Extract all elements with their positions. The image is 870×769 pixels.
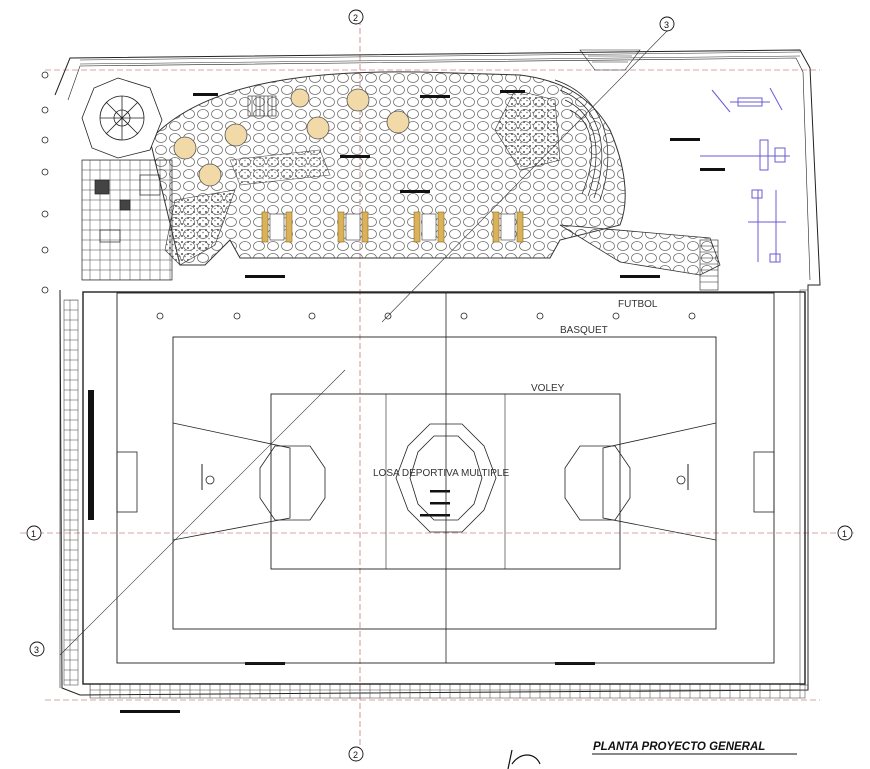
svg-text:1: 1 — [31, 529, 36, 539]
annotation-marks — [88, 90, 725, 713]
plan-title: PLANTA PROYECTO GENERAL — [593, 741, 765, 753]
plaza-trees — [173, 88, 410, 187]
svg-text:3: 3 — [664, 20, 669, 30]
perimeter-railing-right — [799, 289, 809, 686]
multisport-court — [82, 291, 806, 685]
svg-text:3: 3 — [34, 645, 39, 655]
court-center-label: LOSA DEPORTIVA MULTIPLE — [373, 468, 509, 479]
axis-marker-bottom: 2 — [348, 746, 364, 762]
north-arrow-icon — [507, 749, 541, 769]
circular-stair-tower — [81, 77, 163, 159]
axis-marker-right: 1 — [837, 525, 853, 541]
svg-text:2: 2 — [353, 13, 358, 23]
gravel-planters — [164, 89, 561, 266]
perimeter-railing-left — [63, 299, 79, 686]
side-stairs-right — [699, 239, 719, 291]
axis-marker-left: 1 — [26, 525, 42, 541]
axis-marker-diagonal-left: 3 — [29, 641, 45, 657]
voley-label: VOLEY — [531, 383, 565, 394]
basquet-label: BASQUET — [560, 325, 608, 336]
column-markers — [41, 71, 696, 320]
bench-tables — [269, 213, 516, 241]
plaza-benches — [261, 211, 524, 243]
service-building — [81, 159, 173, 281]
axis-marker-diagonal-top: 3 — [659, 16, 675, 32]
svg-text:2: 2 — [353, 750, 358, 760]
axis-marker-top: 2 — [348, 9, 364, 25]
exercise-equipment — [700, 87, 790, 263]
plaza-stairs — [247, 95, 277, 117]
site-boundary — [54, 49, 821, 696]
top-entrance-stairs — [579, 49, 641, 71]
svg-text:1: 1 — [842, 529, 847, 539]
futbol-label: FUTBOL — [618, 299, 658, 310]
perimeter-railing-top — [79, 51, 801, 65]
section-cut-lines — [59, 29, 669, 656]
perimeter-railing-bottom — [89, 683, 806, 699]
curved-amphitheater-steps — [554, 79, 608, 201]
